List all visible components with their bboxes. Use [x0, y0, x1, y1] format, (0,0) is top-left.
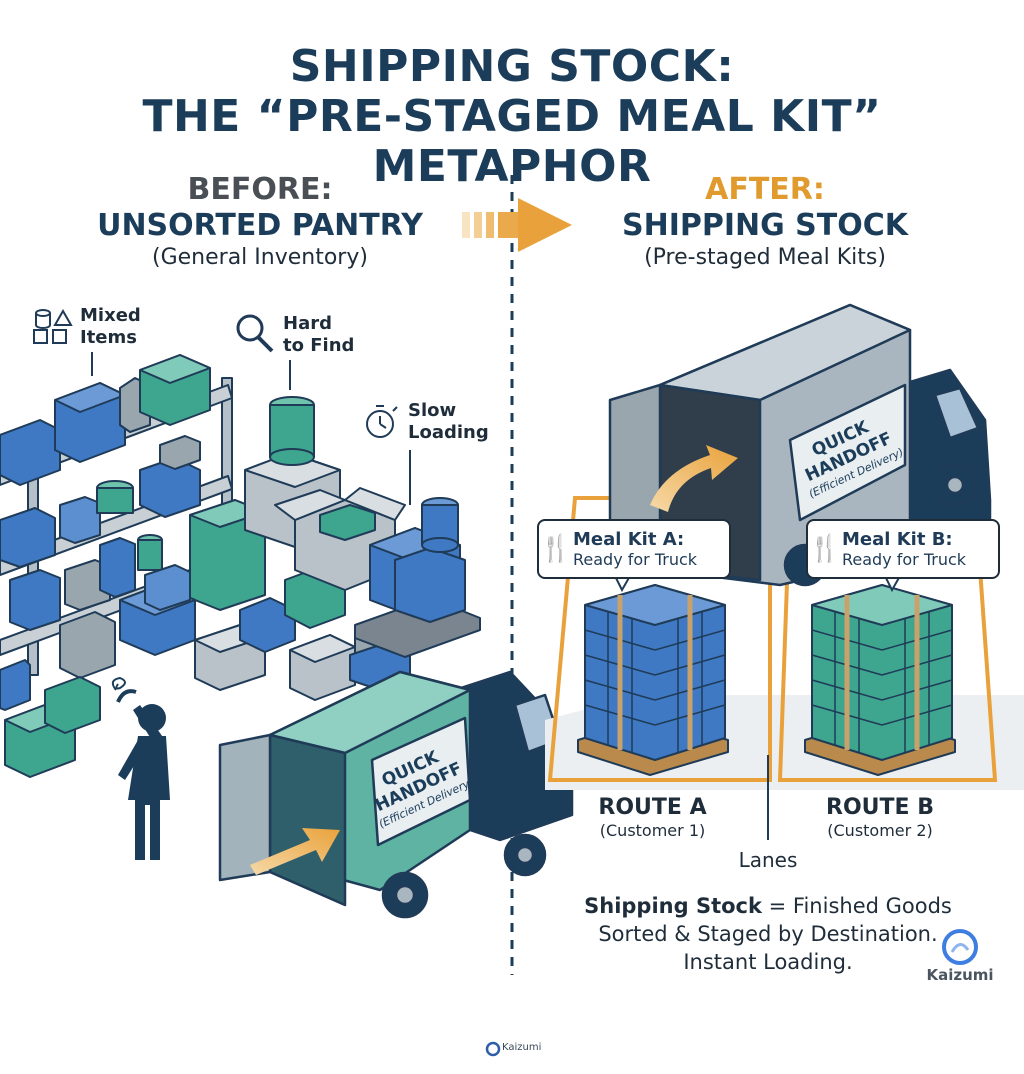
- callout-mixed-items: Mixed Items: [80, 305, 141, 349]
- after-heading-block: AFTER: SHIPPING STOCK (Pre-staged Meal K…: [560, 172, 970, 272]
- route-b-label: ROUTE B (Customer 2): [785, 795, 975, 841]
- transition-arrow: [462, 198, 572, 252]
- loading-arrow-left: [250, 828, 340, 875]
- meal-kit-b-card: 🍴 Meal Kit B: Ready for Truck: [806, 519, 1000, 579]
- page-title: SHIPPING STOCK: THE “PRE-STAGED MEAL KIT…: [0, 42, 1024, 192]
- utensils-icon: 🍴: [539, 534, 573, 564]
- brand-name: Kaizumi: [926, 966, 994, 984]
- callout-slow-loading: Slow Loading: [408, 400, 489, 444]
- stopwatch-icon: [366, 405, 398, 438]
- before-heading-block: BEFORE: UNSORTED PANTRY (General Invento…: [60, 172, 460, 272]
- callout-mixed-line2: Items: [80, 327, 137, 348]
- title-line-1: SHIPPING STOCK:: [289, 41, 735, 92]
- route-a-label: ROUTE A (Customer 1): [560, 795, 745, 841]
- before-label: BEFORE:: [187, 172, 333, 207]
- route-a-customer: (Customer 1): [599, 821, 706, 840]
- meal-kit-a-card: 🍴 Meal Kit A: Ready for Truck: [537, 519, 731, 579]
- route-b-customer: (Customer 2): [827, 821, 933, 840]
- before-heading: UNSORTED PANTRY: [97, 208, 423, 243]
- callout-mixed-line1: Mixed: [80, 305, 141, 326]
- gray-truck-sign-text: QUICK HANDOFF (Efficient Delivery): [802, 417, 905, 501]
- callout-slow-line1: Slow: [408, 400, 457, 421]
- footer-brand: Kaizumi: [502, 1042, 542, 1053]
- meal-kit-b-status: Ready for Truck: [842, 549, 967, 569]
- confused-person-icon: [111, 676, 170, 860]
- title-line-2: THE “PRE-STAGED MEAL KIT” METAPHOR: [142, 91, 882, 192]
- after-heading: SHIPPING STOCK: [621, 208, 909, 243]
- utensils-icon: 🍴: [808, 534, 842, 564]
- gray-truck: [608, 303, 992, 587]
- pallet-b: [804, 584, 956, 776]
- callout-slow-line2: Loading: [408, 422, 489, 443]
- meal-kit-a-status: Ready for Truck: [573, 549, 698, 569]
- pallet-a: [577, 584, 729, 776]
- loading-arrow-right: [650, 445, 738, 512]
- route-b-name: ROUTE B: [826, 795, 934, 820]
- callout-leaders: [91, 352, 411, 505]
- callout-hard-line2: to Find: [283, 335, 355, 356]
- lanes-label: Lanes: [738, 848, 798, 872]
- callout-hard-to-find: Hard to Find: [283, 313, 354, 357]
- summary-bold: Shipping Stock: [584, 894, 762, 918]
- summary-line3: Instant Loading.: [683, 950, 853, 974]
- before-subheading: (General Inventory): [152, 245, 368, 270]
- gray-stack: [244, 396, 481, 658]
- mixed-items-icon: [33, 308, 73, 344]
- summary-line2: Sorted & Staged by Destination.: [598, 922, 938, 946]
- callout-hard-line1: Hard: [283, 313, 332, 334]
- summary-text: Shipping Stock = Finished Goods Sorted &…: [548, 892, 988, 976]
- summary-line1: = Finished Goods: [761, 894, 952, 918]
- after-subheading: (Pre-staged Meal Kits): [644, 245, 886, 270]
- shelf-boxes: [0, 354, 266, 631]
- magnifier-icon: [236, 314, 274, 353]
- meal-kit-b-name: Meal Kit B:: [842, 528, 953, 550]
- meal-kit-a-name: Meal Kit A:: [573, 528, 685, 550]
- route-a-name: ROUTE A: [598, 795, 707, 820]
- footer-logo-icon: [485, 1041, 501, 1057]
- after-label: AFTER:: [705, 172, 825, 207]
- kaizumi-logo-icon: [942, 929, 978, 965]
